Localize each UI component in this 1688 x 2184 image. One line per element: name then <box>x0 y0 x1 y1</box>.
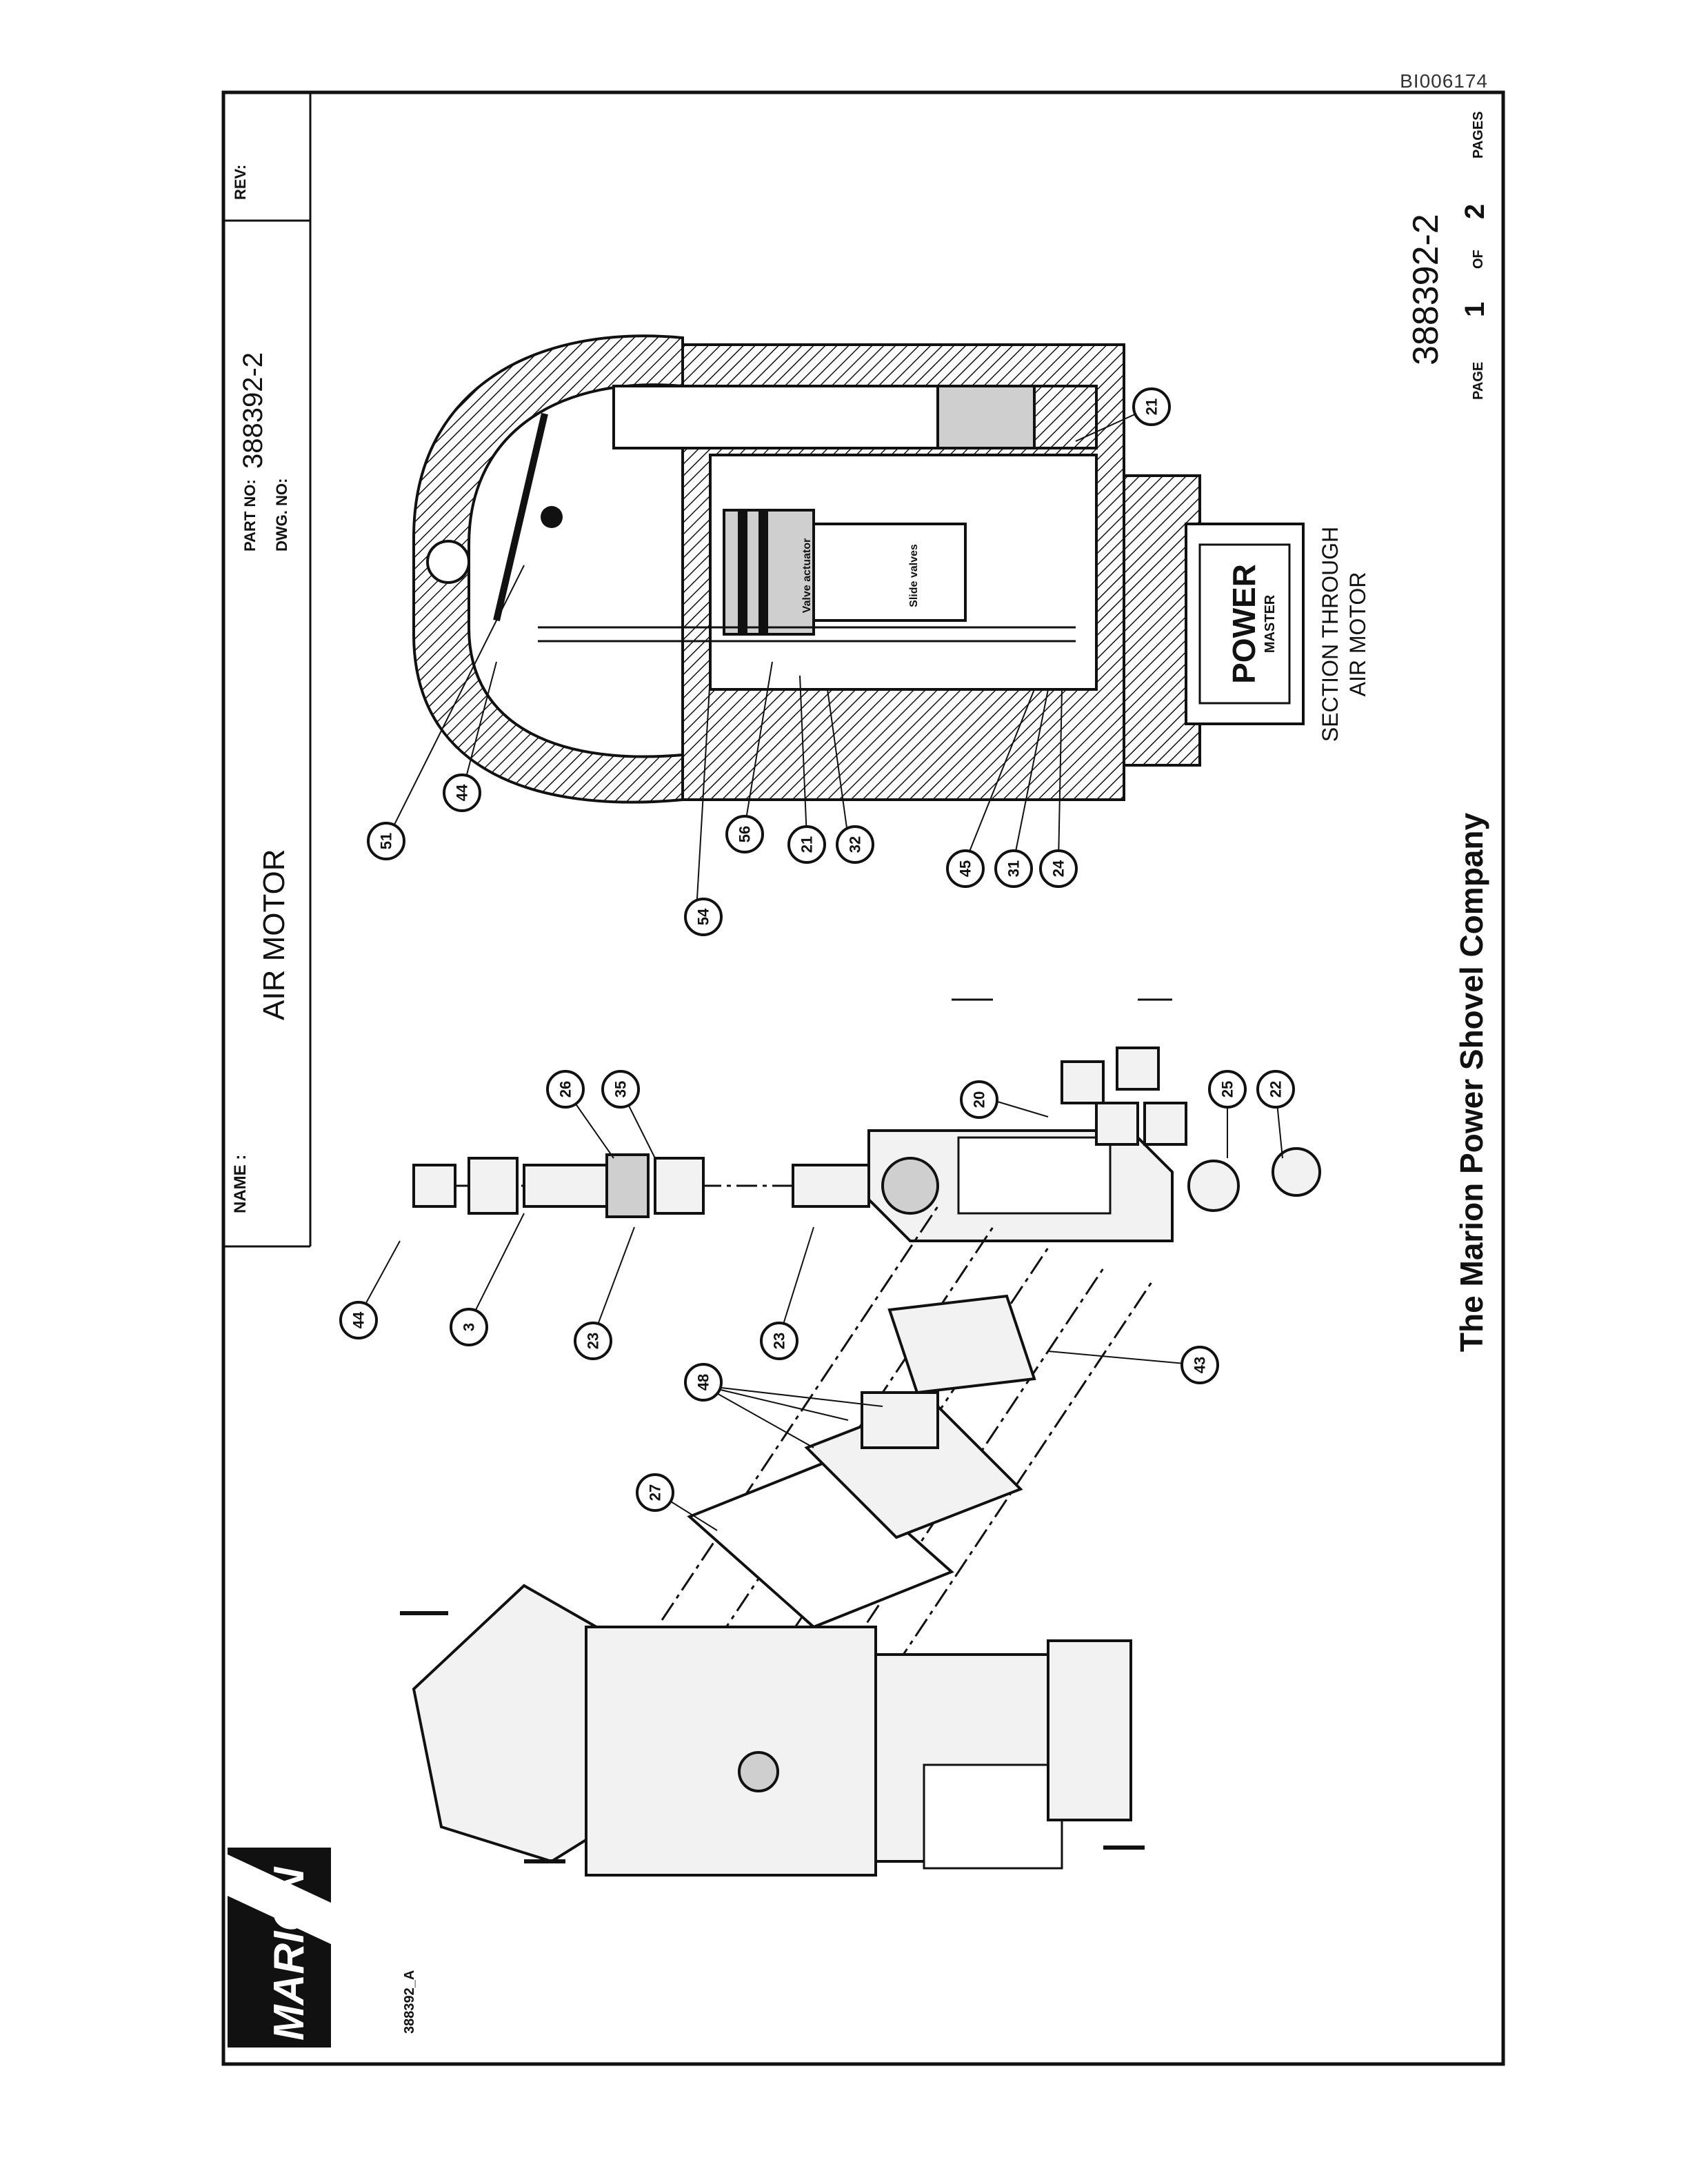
sheet-number: 388392-2 <box>1406 214 1446 365</box>
callout: 23 <box>771 1333 788 1349</box>
part-no-label: PART NO: <box>241 479 259 552</box>
callout: 21 <box>798 836 816 853</box>
file-reference: 388392_A <box>402 1970 417 2034</box>
callout: 51 <box>378 833 395 849</box>
document-id: BI006174 <box>1400 70 1488 92</box>
callout: 22 <box>1267 1081 1285 1098</box>
rev-label: REV: <box>232 165 249 200</box>
of-word: OF <box>1471 250 1486 269</box>
label-slide-valves: Slide valves <box>908 544 920 607</box>
plate-model: MASTER <box>1263 594 1278 653</box>
callout: 48 <box>695 1374 712 1391</box>
sheet-border <box>221 90 1505 2066</box>
callout: 3 <box>461 1323 478 1331</box>
part-no-value: 388392-2 <box>238 352 268 469</box>
page-number: 1 <box>1460 302 1490 317</box>
callout: 44 <box>350 1311 368 1328</box>
section-view: POWER MASTER Valve actuator Slide valves <box>385 334 1305 911</box>
callout: 56 <box>736 826 754 842</box>
section-title-line2: AIR MOTOR <box>1345 572 1370 697</box>
callout: 35 <box>612 1081 630 1098</box>
section-callouts: 21 51 44 56 21 32 54 45 31 24 <box>367 387 1171 936</box>
callout: 20 <box>971 1091 988 1108</box>
name-label: NAME : <box>231 1155 250 1213</box>
marion-logo <box>228 1848 331 2048</box>
label-valve-actuator: Valve actuator <box>801 538 813 614</box>
name-value: AIR MOTOR <box>257 849 291 1020</box>
callout: 32 <box>847 836 864 853</box>
callout: 45 <box>957 860 974 877</box>
plate-brand: POWER <box>1226 564 1262 684</box>
callout: 27 <box>647 1484 664 1501</box>
callout: 25 <box>1219 1081 1236 1098</box>
section-title-line1: SECTION THROUGH <box>1318 527 1343 742</box>
callout: 43 <box>1192 1357 1209 1373</box>
page-total: 2 <box>1460 204 1490 219</box>
callout: 44 <box>454 784 471 801</box>
callout: 31 <box>1005 860 1023 877</box>
callout: 23 <box>585 1333 602 1349</box>
callout: 21 <box>1143 398 1160 415</box>
title-block <box>223 92 312 1248</box>
exploded-callouts: 44 3 23 26 35 23 20 25 22 43 48 27 <box>339 1070 1295 1512</box>
company-name: The Marion Power Shovel Company <box>1454 813 1489 1353</box>
dwg-no-label: DWG. NO: <box>273 478 290 552</box>
callout: 24 <box>1050 860 1067 877</box>
pages-word: PAGES <box>1471 111 1486 159</box>
callout: 26 <box>557 1081 574 1098</box>
callout: 54 <box>695 908 712 925</box>
page-word: PAGE <box>1471 362 1486 400</box>
logo-text: MARION <box>265 1866 313 2041</box>
exploded-view <box>358 998 1321 1877</box>
